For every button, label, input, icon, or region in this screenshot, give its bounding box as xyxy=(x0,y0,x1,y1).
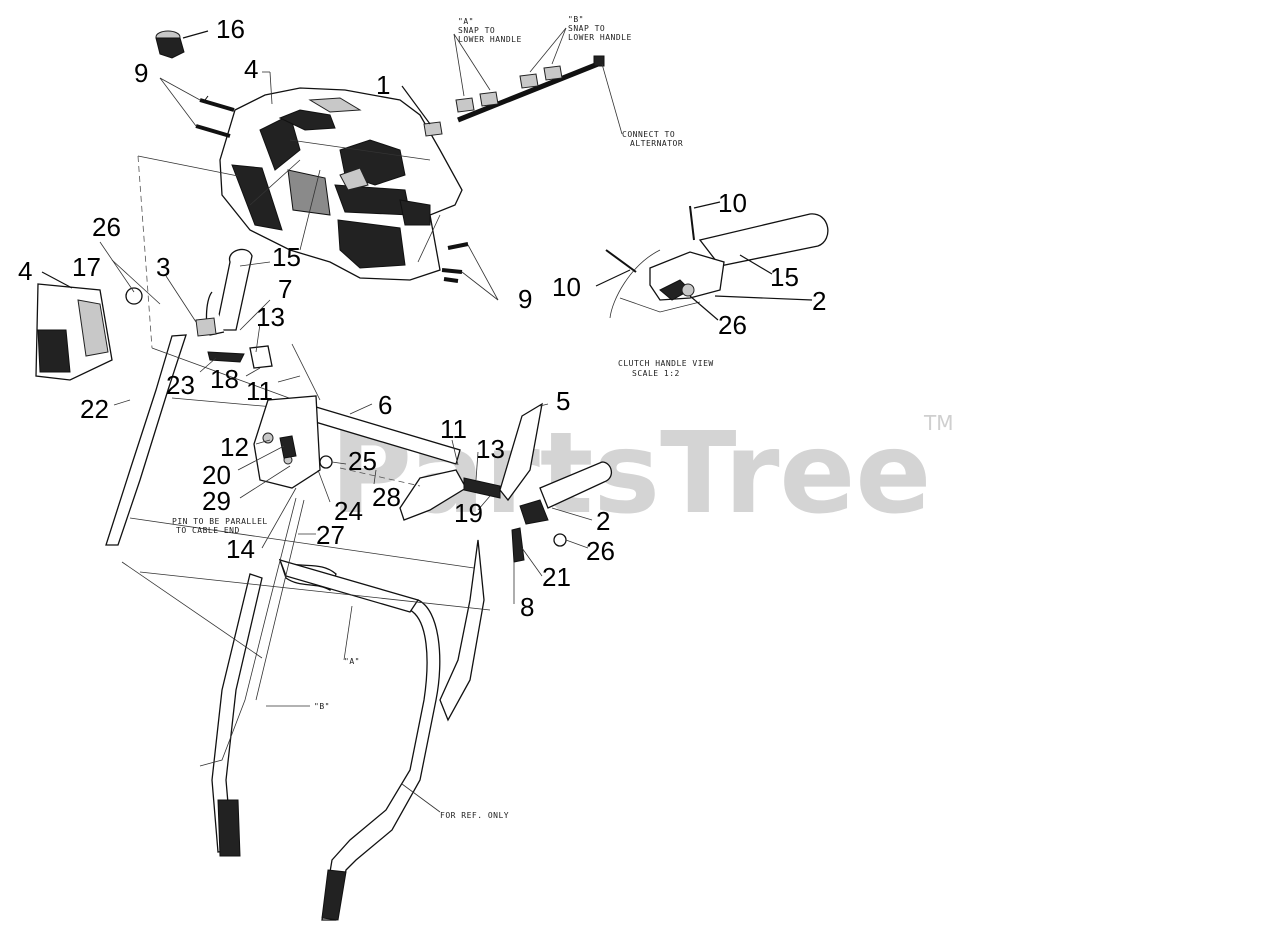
callout-24: 24 xyxy=(334,496,363,526)
callout-23: 23 xyxy=(166,370,195,400)
knob-part xyxy=(155,30,209,59)
callout-19: 19 xyxy=(454,498,483,528)
dash-panel xyxy=(219,87,463,281)
note-alternator-1: CONNECT TO xyxy=(622,130,675,139)
callout-10: 10 xyxy=(718,188,747,218)
note-parallel-1: PIN TO BE PARALLEL xyxy=(172,517,268,526)
callout-9: 9 xyxy=(134,58,148,88)
note-alternator-2: ALTERNATOR xyxy=(630,139,683,148)
callout-13: 13 xyxy=(256,302,285,332)
callout-4-cover: 4 xyxy=(18,256,32,286)
callout-26-right: 26 xyxy=(586,536,615,566)
callout-17: 17 xyxy=(72,252,101,282)
callout-22: 22 xyxy=(80,394,109,424)
callout-3: 3 xyxy=(156,252,170,282)
callout-9-lower: 9 xyxy=(518,284,532,314)
callout-1: 1 xyxy=(376,70,390,100)
left-handle xyxy=(105,155,331,546)
screw-parts-upper xyxy=(195,95,235,138)
callout-labels: 16 9 4 1 10 26 15 4 17 3 7 9 10 15 2 13 … xyxy=(18,14,826,622)
watermark-trademark: TM xyxy=(923,411,953,435)
note-snap-b-2: SNAP TO xyxy=(568,24,605,33)
callout-14: 14 xyxy=(226,534,255,564)
callout-27: 27 xyxy=(316,520,345,550)
callout-16: 16 xyxy=(216,14,245,44)
callout-15-clutch: 15 xyxy=(770,262,799,292)
screw-parts-lower xyxy=(441,242,469,283)
washer-part xyxy=(125,287,143,305)
callout-5: 5 xyxy=(556,386,570,416)
note-snap-a-1: "A" xyxy=(458,17,474,26)
note-label-b: "B" xyxy=(314,702,330,711)
side-cover xyxy=(35,271,113,381)
callout-2-right: 2 xyxy=(596,506,610,536)
wire-harness xyxy=(401,27,623,137)
clutch-handle-view xyxy=(595,201,829,321)
note-snap-a-2: SNAP TO xyxy=(458,26,495,35)
note-parallel-2: TO CABLE END xyxy=(176,526,240,535)
callout-15: 15 xyxy=(272,242,301,272)
callout-18: 18 xyxy=(210,364,239,394)
callout-2: 2 xyxy=(812,286,826,316)
callout-20: 20 xyxy=(202,460,231,490)
callout-7: 7 xyxy=(278,274,292,304)
callout-6: 6 xyxy=(378,390,392,420)
note-label-a: "A" xyxy=(344,657,360,666)
callout-11-right: 11 xyxy=(440,414,467,444)
note-clutch-scale: SCALE 1:2 xyxy=(632,369,680,378)
note-clutch-view: CLUTCH HANDLE VIEW xyxy=(618,359,714,368)
note-snap-b-1: "B" xyxy=(568,15,584,24)
note-snap-b-3: LOWER HANDLE xyxy=(568,33,632,42)
callout-13-right: 13 xyxy=(476,434,505,464)
leader-lines xyxy=(99,71,593,604)
shift-rod-assembly xyxy=(253,343,501,521)
right-handle xyxy=(499,402,612,563)
callout-25: 25 xyxy=(348,446,377,476)
callout-11: 11 xyxy=(246,376,273,406)
callout-28: 28 xyxy=(372,482,401,512)
note-ref-only: FOR REF. ONLY xyxy=(440,811,509,820)
callout-8: 8 xyxy=(520,592,534,622)
callout-29: 29 xyxy=(202,486,231,516)
note-snap-a-3: LOWER HANDLE xyxy=(458,35,522,44)
callout-26: 26 xyxy=(92,212,121,242)
watermark-brand: PartsTree xyxy=(330,409,931,539)
callout-12: 12 xyxy=(220,432,249,462)
callout-10-clutch: 10 xyxy=(552,272,581,302)
callout-26-clutch: 26 xyxy=(718,310,747,340)
callout-21: 21 xyxy=(542,562,571,592)
callout-4: 4 xyxy=(244,54,258,84)
lower-handle xyxy=(121,497,491,921)
